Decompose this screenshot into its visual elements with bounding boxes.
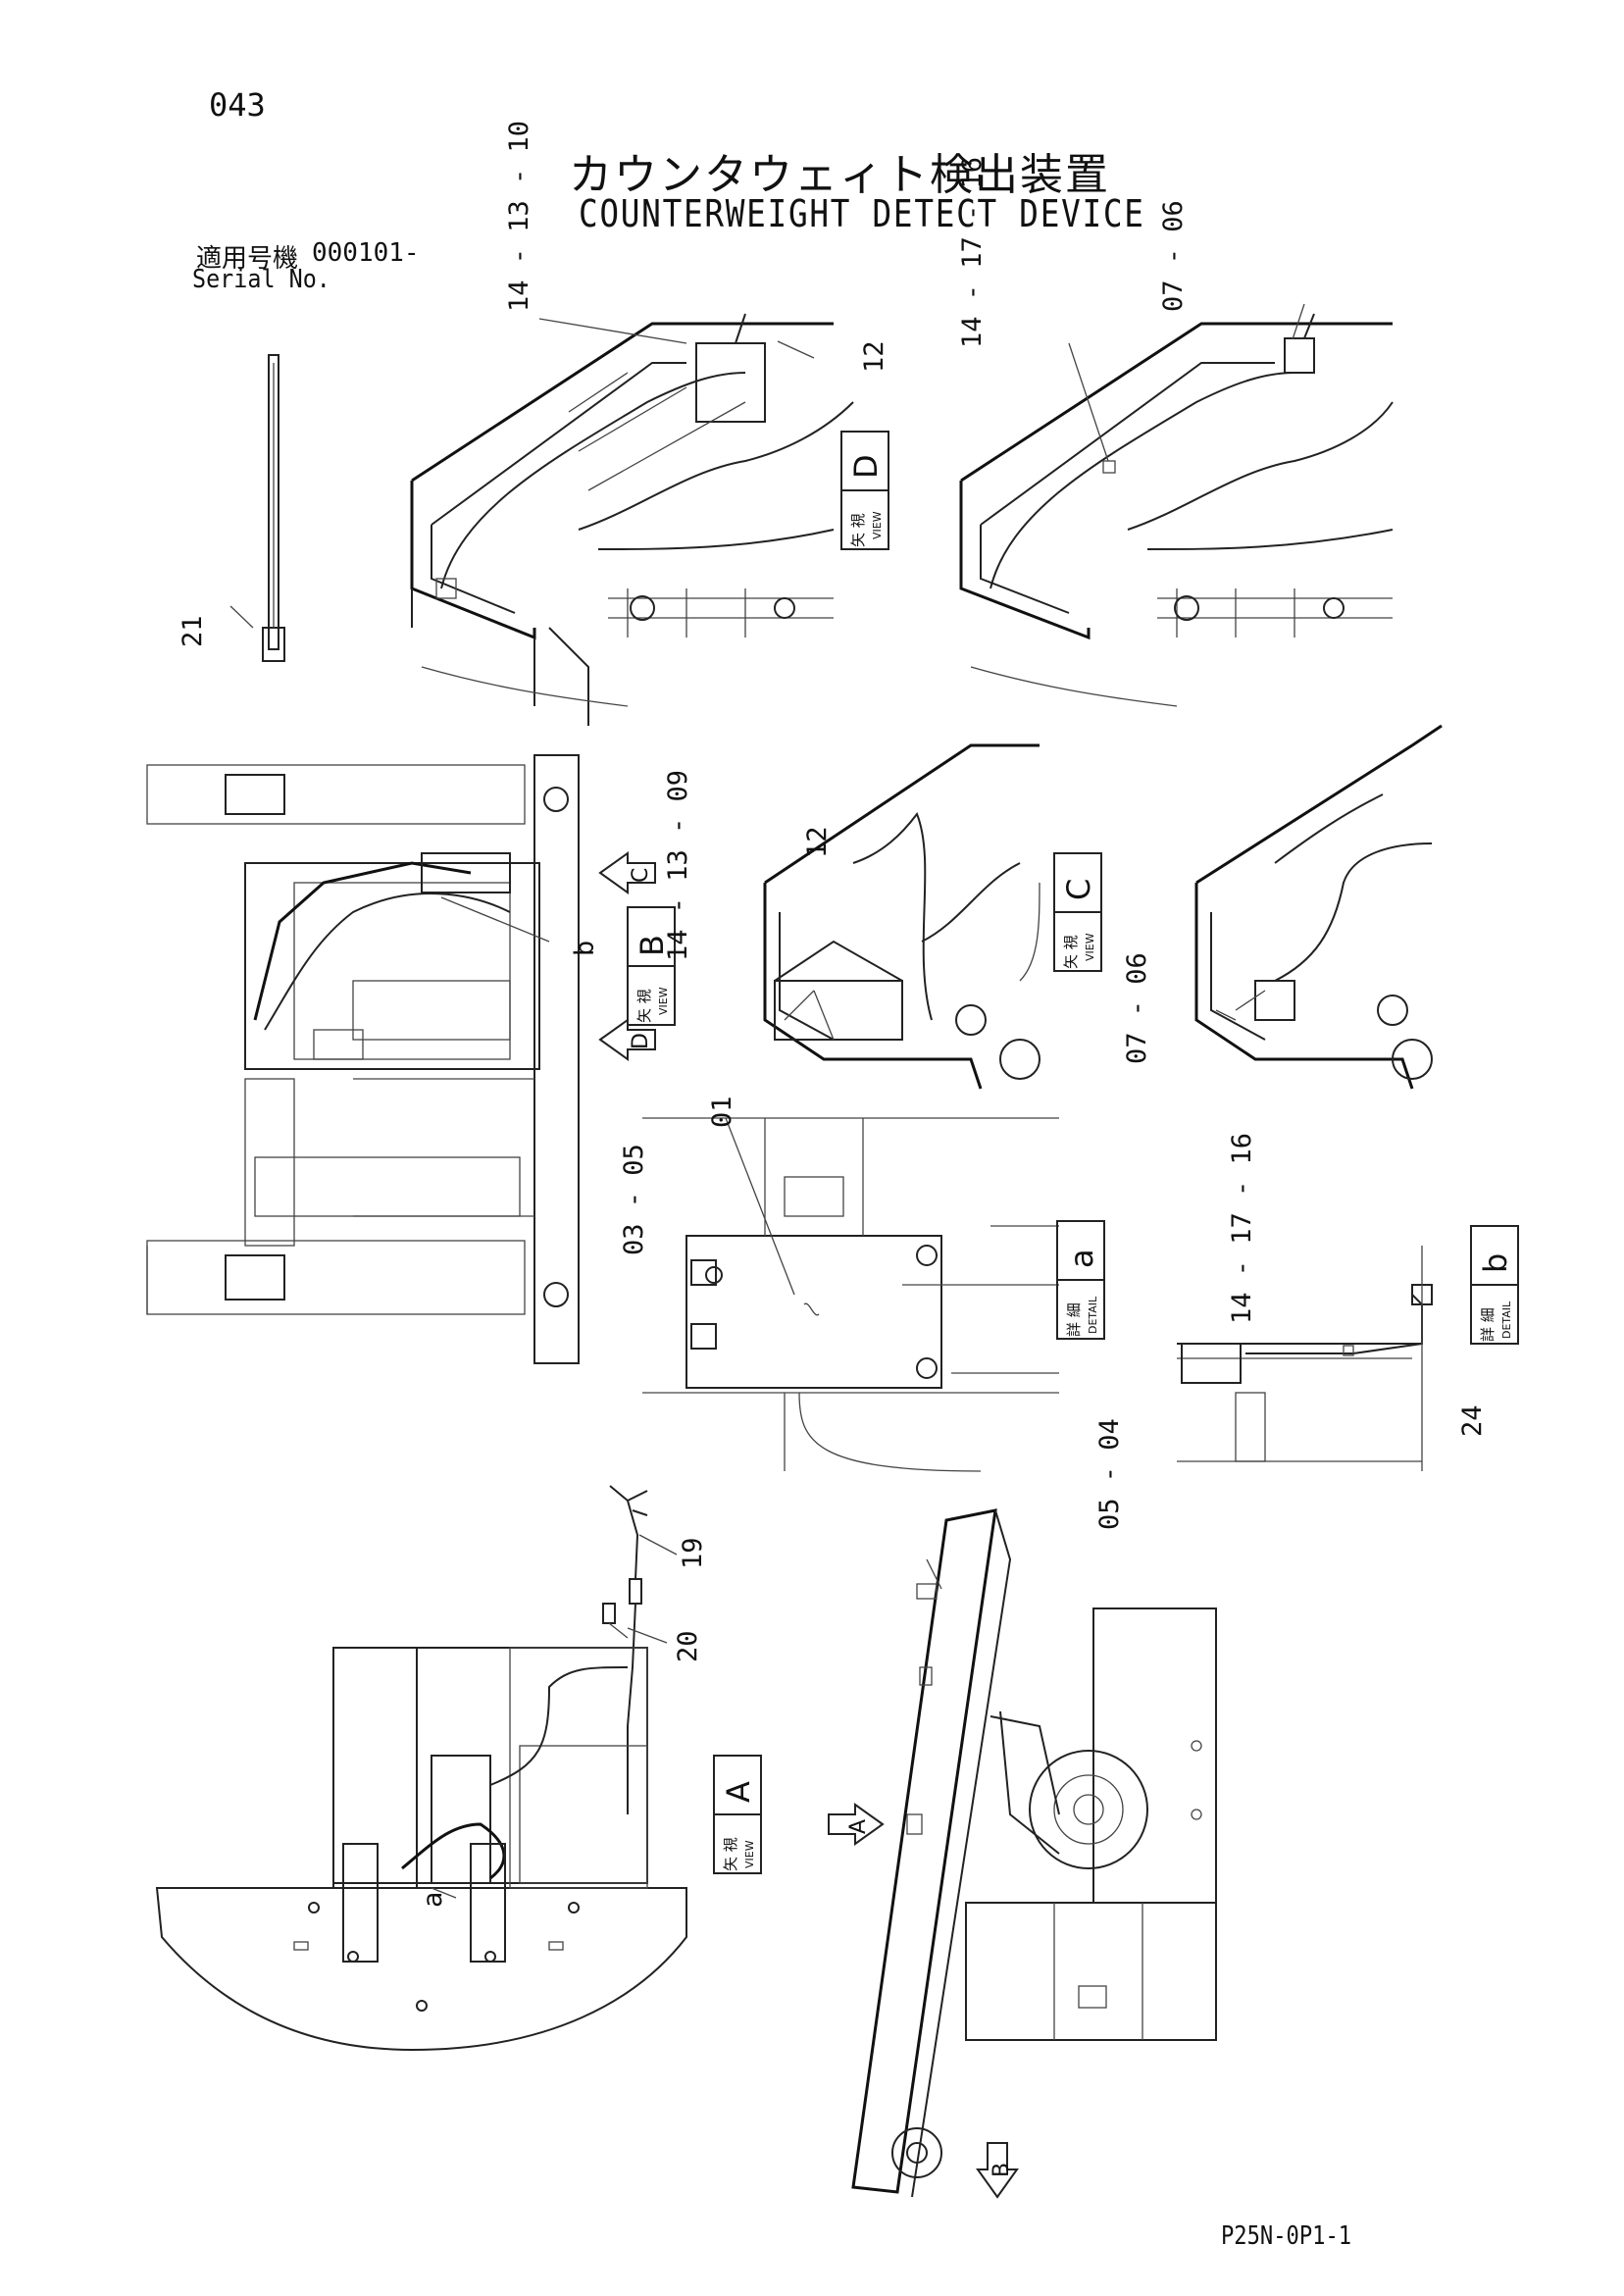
detail-a-drawing: [642, 1117, 1059, 1472]
callout-03-05: 03 - 05: [619, 1144, 649, 1255]
detail-a-jp: 詳 細: [1065, 1302, 1083, 1337]
arrow-d-letter: D: [629, 1033, 653, 1049]
view-c-letter: C: [1060, 879, 1097, 900]
view-a-jp: 矢 視: [722, 1837, 739, 1871]
detail-a-label: a 詳 細 DETAIL: [1056, 1220, 1105, 1340]
view-c-label: C 矢 視 VIEW: [1053, 852, 1102, 972]
view-b-letter: B: [634, 935, 671, 956]
view-c-jp: 矢 視: [1062, 935, 1080, 969]
detail-b-drawing: [1177, 1246, 1433, 1471]
detail-a-letter: a: [1063, 1249, 1100, 1268]
callout-07-06-mid: 07 - 06: [1122, 952, 1152, 1064]
detail-a-en: DETAIL: [1087, 1296, 1099, 1334]
view-d-letter: D: [847, 454, 885, 479]
sheet-code: P25N-0P1-1: [1221, 2221, 1352, 2251]
callout-21: 21: [178, 615, 208, 647]
view-d-label: D 矢 視 VIEW: [840, 431, 889, 550]
view-c-right-drawing: [1194, 724, 1443, 1090]
view-b-en: VIEW: [657, 987, 670, 1015]
arrow-c-letter: C: [629, 868, 653, 883]
detail-b-en: DETAIL: [1500, 1301, 1513, 1339]
serial-value: 000101-: [312, 238, 420, 268]
detail-b-label: b 詳 細 DETAIL: [1470, 1225, 1519, 1345]
harness-drawing: [602, 1485, 678, 1814]
arrow-b-letter: B: [990, 2163, 1014, 2177]
callout-05-04: 05 - 04: [1094, 1418, 1125, 1530]
callout-12-view-c: 12: [802, 826, 833, 858]
arrow-a-letter: A: [846, 1819, 871, 1834]
callout-14-13-10: 14 - 13 - 10: [504, 121, 534, 312]
callout-24: 24: [1457, 1404, 1488, 1437]
arrow-b: B: [976, 2142, 1019, 2199]
view-a-letter: A: [720, 1781, 757, 1803]
view-d-jp: 矢 視: [849, 513, 867, 547]
view-a-en: VIEW: [743, 1840, 756, 1868]
view-c-en: VIEW: [1084, 933, 1096, 961]
detail-b-jp: 詳 細: [1479, 1307, 1497, 1342]
machine-side-view-drawing: [851, 1508, 1217, 2198]
callout-14-17-16: 14 - 17 - 16: [957, 157, 988, 348]
view-c-drawing: [763, 743, 1040, 1090]
callout-14-13-09: 14 - 13 - 09: [663, 770, 693, 961]
view-b-label: B 矢 視 VIEW: [627, 906, 676, 1026]
callout-b-marker: b: [570, 941, 600, 956]
view-b-jp: 矢 視: [635, 989, 653, 1023]
view-d-en: VIEW: [871, 511, 884, 539]
cable-tie-drawing: [229, 354, 285, 662]
title-japanese: カウンタウェィト検出装置: [569, 150, 1110, 200]
arrow-c: C: [598, 851, 656, 894]
view-a-drawing: [155, 1647, 687, 2052]
callout-19: 19: [678, 1537, 708, 1569]
callout-a-marker: a: [418, 1892, 448, 1908]
view-d-drawing: [410, 313, 854, 726]
serial-label-japanese: 適用号機: [196, 244, 299, 274]
view-d-right-drawing: [959, 303, 1394, 707]
title-english: COUNTERWEIGHT DETECT DEVICE: [579, 192, 1145, 235]
detail-b-letter: b: [1477, 1253, 1514, 1273]
machine-top-view-drawing: [146, 754, 580, 1364]
page-number: 043: [209, 86, 266, 124]
callout-14-17-16-detail-b: 14 - 17 - 16: [1227, 1133, 1257, 1324]
arrow-a: A: [828, 1803, 885, 1846]
callout-20: 20: [673, 1630, 703, 1662]
view-a-label: A 矢 視 VIEW: [713, 1755, 762, 1874]
callout-07-06-top: 07 - 06: [1158, 200, 1189, 312]
callout-01: 01: [707, 1096, 737, 1128]
callout-12-view-d: 12: [859, 340, 889, 373]
serial-label-english: Serial No.: [192, 265, 330, 294]
